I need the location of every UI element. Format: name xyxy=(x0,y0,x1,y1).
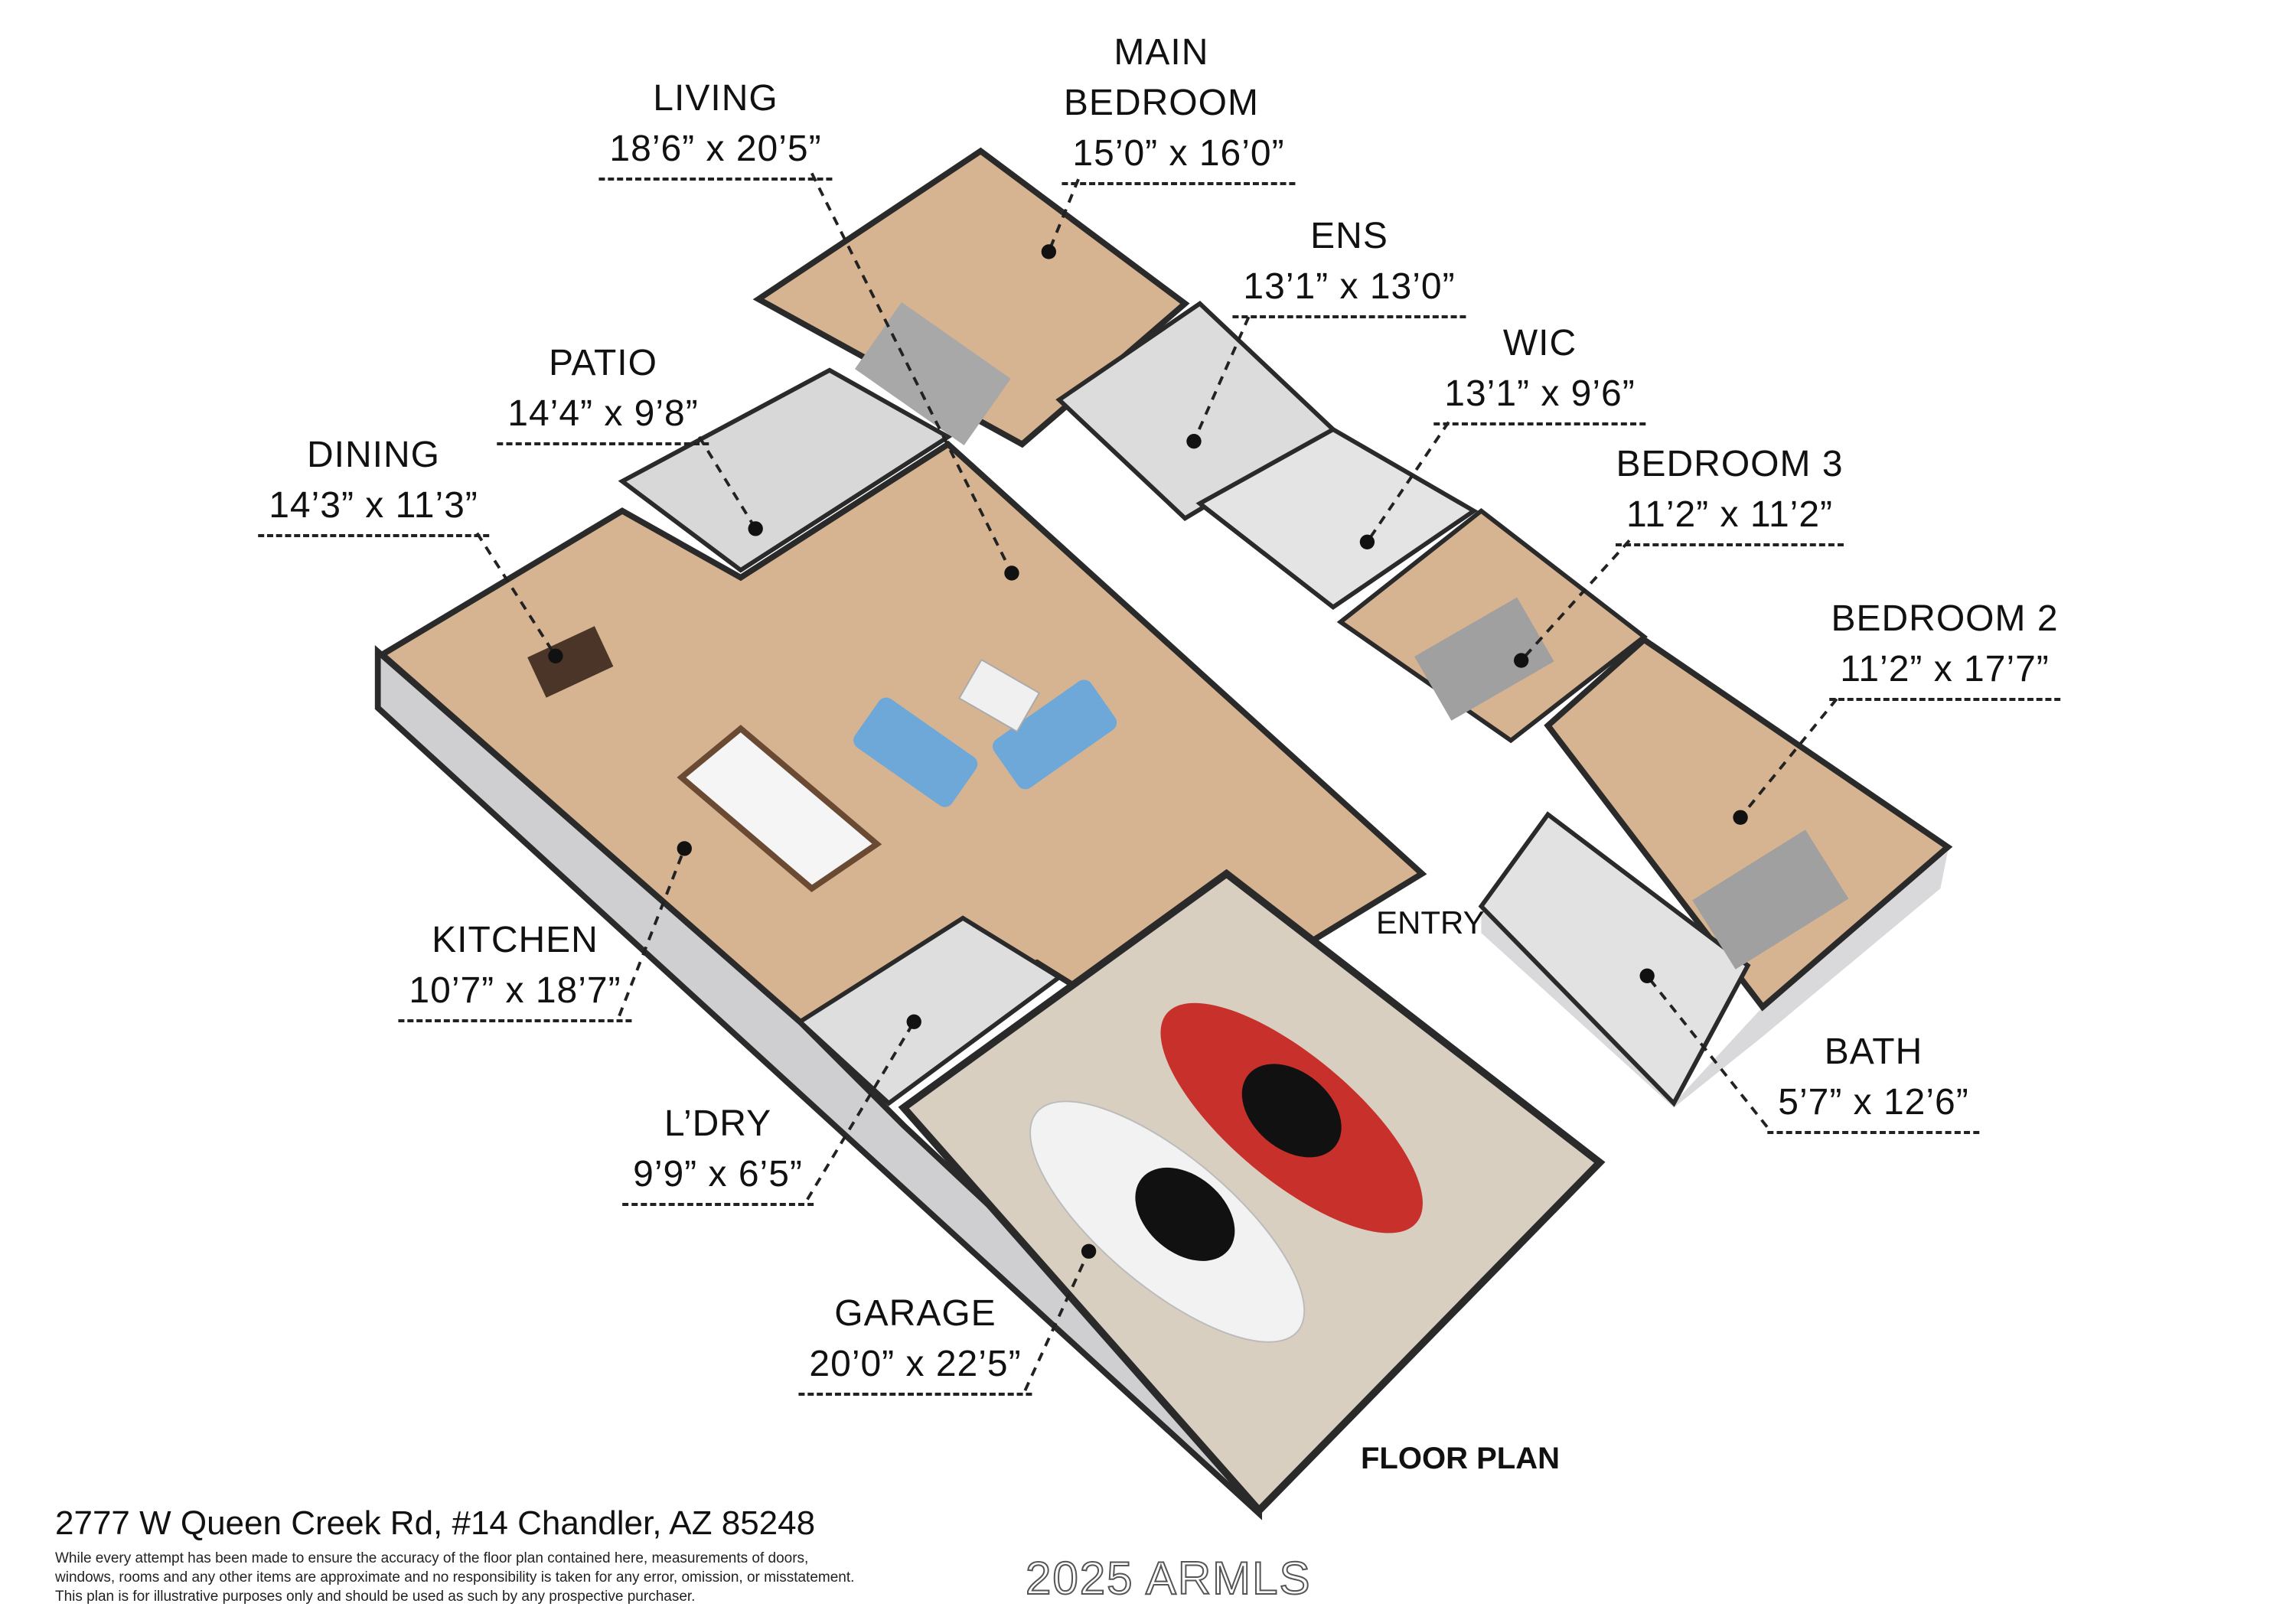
kitchen-island xyxy=(677,725,882,892)
wic-floor xyxy=(1195,426,1479,611)
patio-floor xyxy=(618,367,953,573)
coffee-table xyxy=(958,658,1041,733)
bed xyxy=(1414,597,1554,721)
watermark: 2025 ARMLS xyxy=(1025,1553,1312,1605)
white-car-roof xyxy=(1135,1167,1235,1261)
sofa xyxy=(993,680,1117,790)
disclaimer: While every attempt has been made to ens… xyxy=(55,1550,855,1605)
leader-lines xyxy=(475,172,1838,1391)
bedroom-2-floor xyxy=(1544,636,1953,1012)
property-address: 2777 W Queen Creek Rd, #14 Chandler, AZ … xyxy=(55,1504,816,1542)
laundry-floor xyxy=(796,915,1064,1106)
room-markers xyxy=(548,244,1748,1259)
dining-table xyxy=(527,626,614,698)
sofa xyxy=(853,697,978,807)
garage-floor xyxy=(898,869,1606,1517)
entry-label: ENTRY xyxy=(1376,904,1485,940)
floor-plan-title: FLOOR PLAN xyxy=(1361,1442,1560,1475)
bed xyxy=(1692,829,1849,970)
bath-floor xyxy=(1478,811,1751,1107)
red-car-roof xyxy=(1241,1064,1342,1158)
